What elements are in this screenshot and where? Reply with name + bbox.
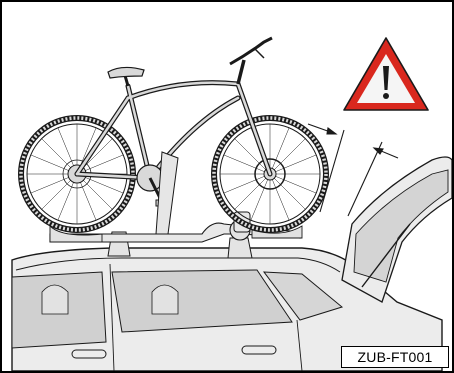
quarter-window bbox=[262, 271, 344, 321]
rear-wheel-tray bbox=[49, 224, 103, 243]
tailgate-glass bbox=[353, 169, 449, 283]
door-handle-rear bbox=[71, 349, 107, 359]
front-wheel-tray bbox=[251, 225, 303, 239]
door-seam-front bbox=[296, 319, 303, 371]
roof-edge bbox=[15, 257, 341, 273]
headrest-right bbox=[151, 284, 179, 315]
bicycle bbox=[18, 36, 329, 243]
car bbox=[11, 247, 443, 371]
door-handle-front bbox=[241, 345, 277, 355]
warning-triangle-icon bbox=[343, 37, 429, 111]
saddle bbox=[107, 66, 145, 79]
headrest-left bbox=[41, 284, 69, 315]
tailgate-strut bbox=[361, 223, 411, 288]
figure-code-label: ZUB-FT001 bbox=[341, 346, 449, 368]
clearance-dimension bbox=[307, 123, 399, 217]
stem bbox=[236, 59, 246, 85]
handlebar bbox=[229, 36, 273, 66]
open-tailgate bbox=[341, 156, 452, 303]
carrier-frame-arm bbox=[155, 151, 179, 235]
brake-lever bbox=[253, 47, 265, 59]
door-seam bbox=[109, 263, 115, 371]
crossbar-foot-front bbox=[227, 237, 253, 259]
front-side-window bbox=[111, 269, 293, 333]
